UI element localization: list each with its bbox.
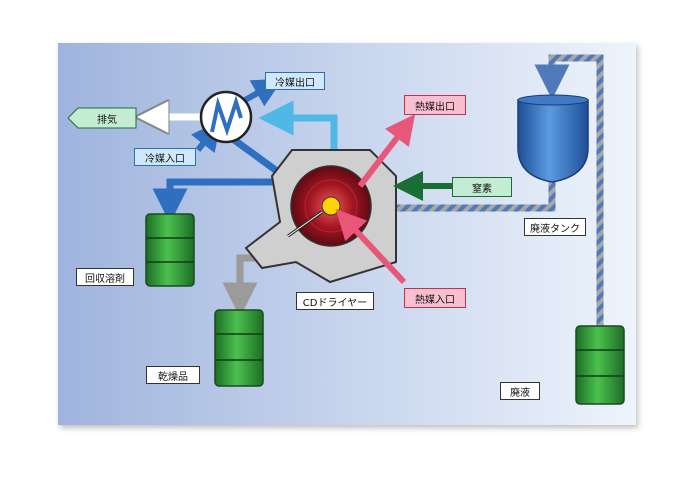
waste-tank-label: 廃液タンク [524,218,586,236]
dried-product-drum [214,309,264,387]
heat-medium-inlet-label: 熱媒入口 [404,288,466,308]
exhaust-label: 排気 [97,114,117,126]
waste-liquid-label: 廃液 [500,382,540,400]
waste-liquid-drum [575,325,625,405]
exhaust-tag-shape [67,107,137,129]
recovered-solvent-label: 回収溶剤 [76,268,134,286]
heat-medium-outlet-label: 熱媒出口 [404,95,466,115]
coolant-outlet-label: 冷媒出口 [265,72,325,90]
waste-feed-pipe [360,182,556,226]
heat-exchanger-icon [199,90,253,144]
condensate-line [152,178,292,224]
heat-medium-outlet-line [357,114,416,188]
recovered-solvent-drum [145,213,195,287]
coolant-inlet-label: 冷媒入口 [134,148,196,166]
waste-tank-icon [517,94,589,183]
coolant-return-line [258,100,338,152]
waste-return-pipe [534,54,604,328]
nitrogen-label: 窒素 [452,177,512,197]
dried-product-label: 乾燥品 [146,366,200,384]
drum-icon [145,213,625,405]
cd-dryer-label: CDドライヤー [296,292,374,310]
heat-medium-inlet-line [335,209,407,285]
